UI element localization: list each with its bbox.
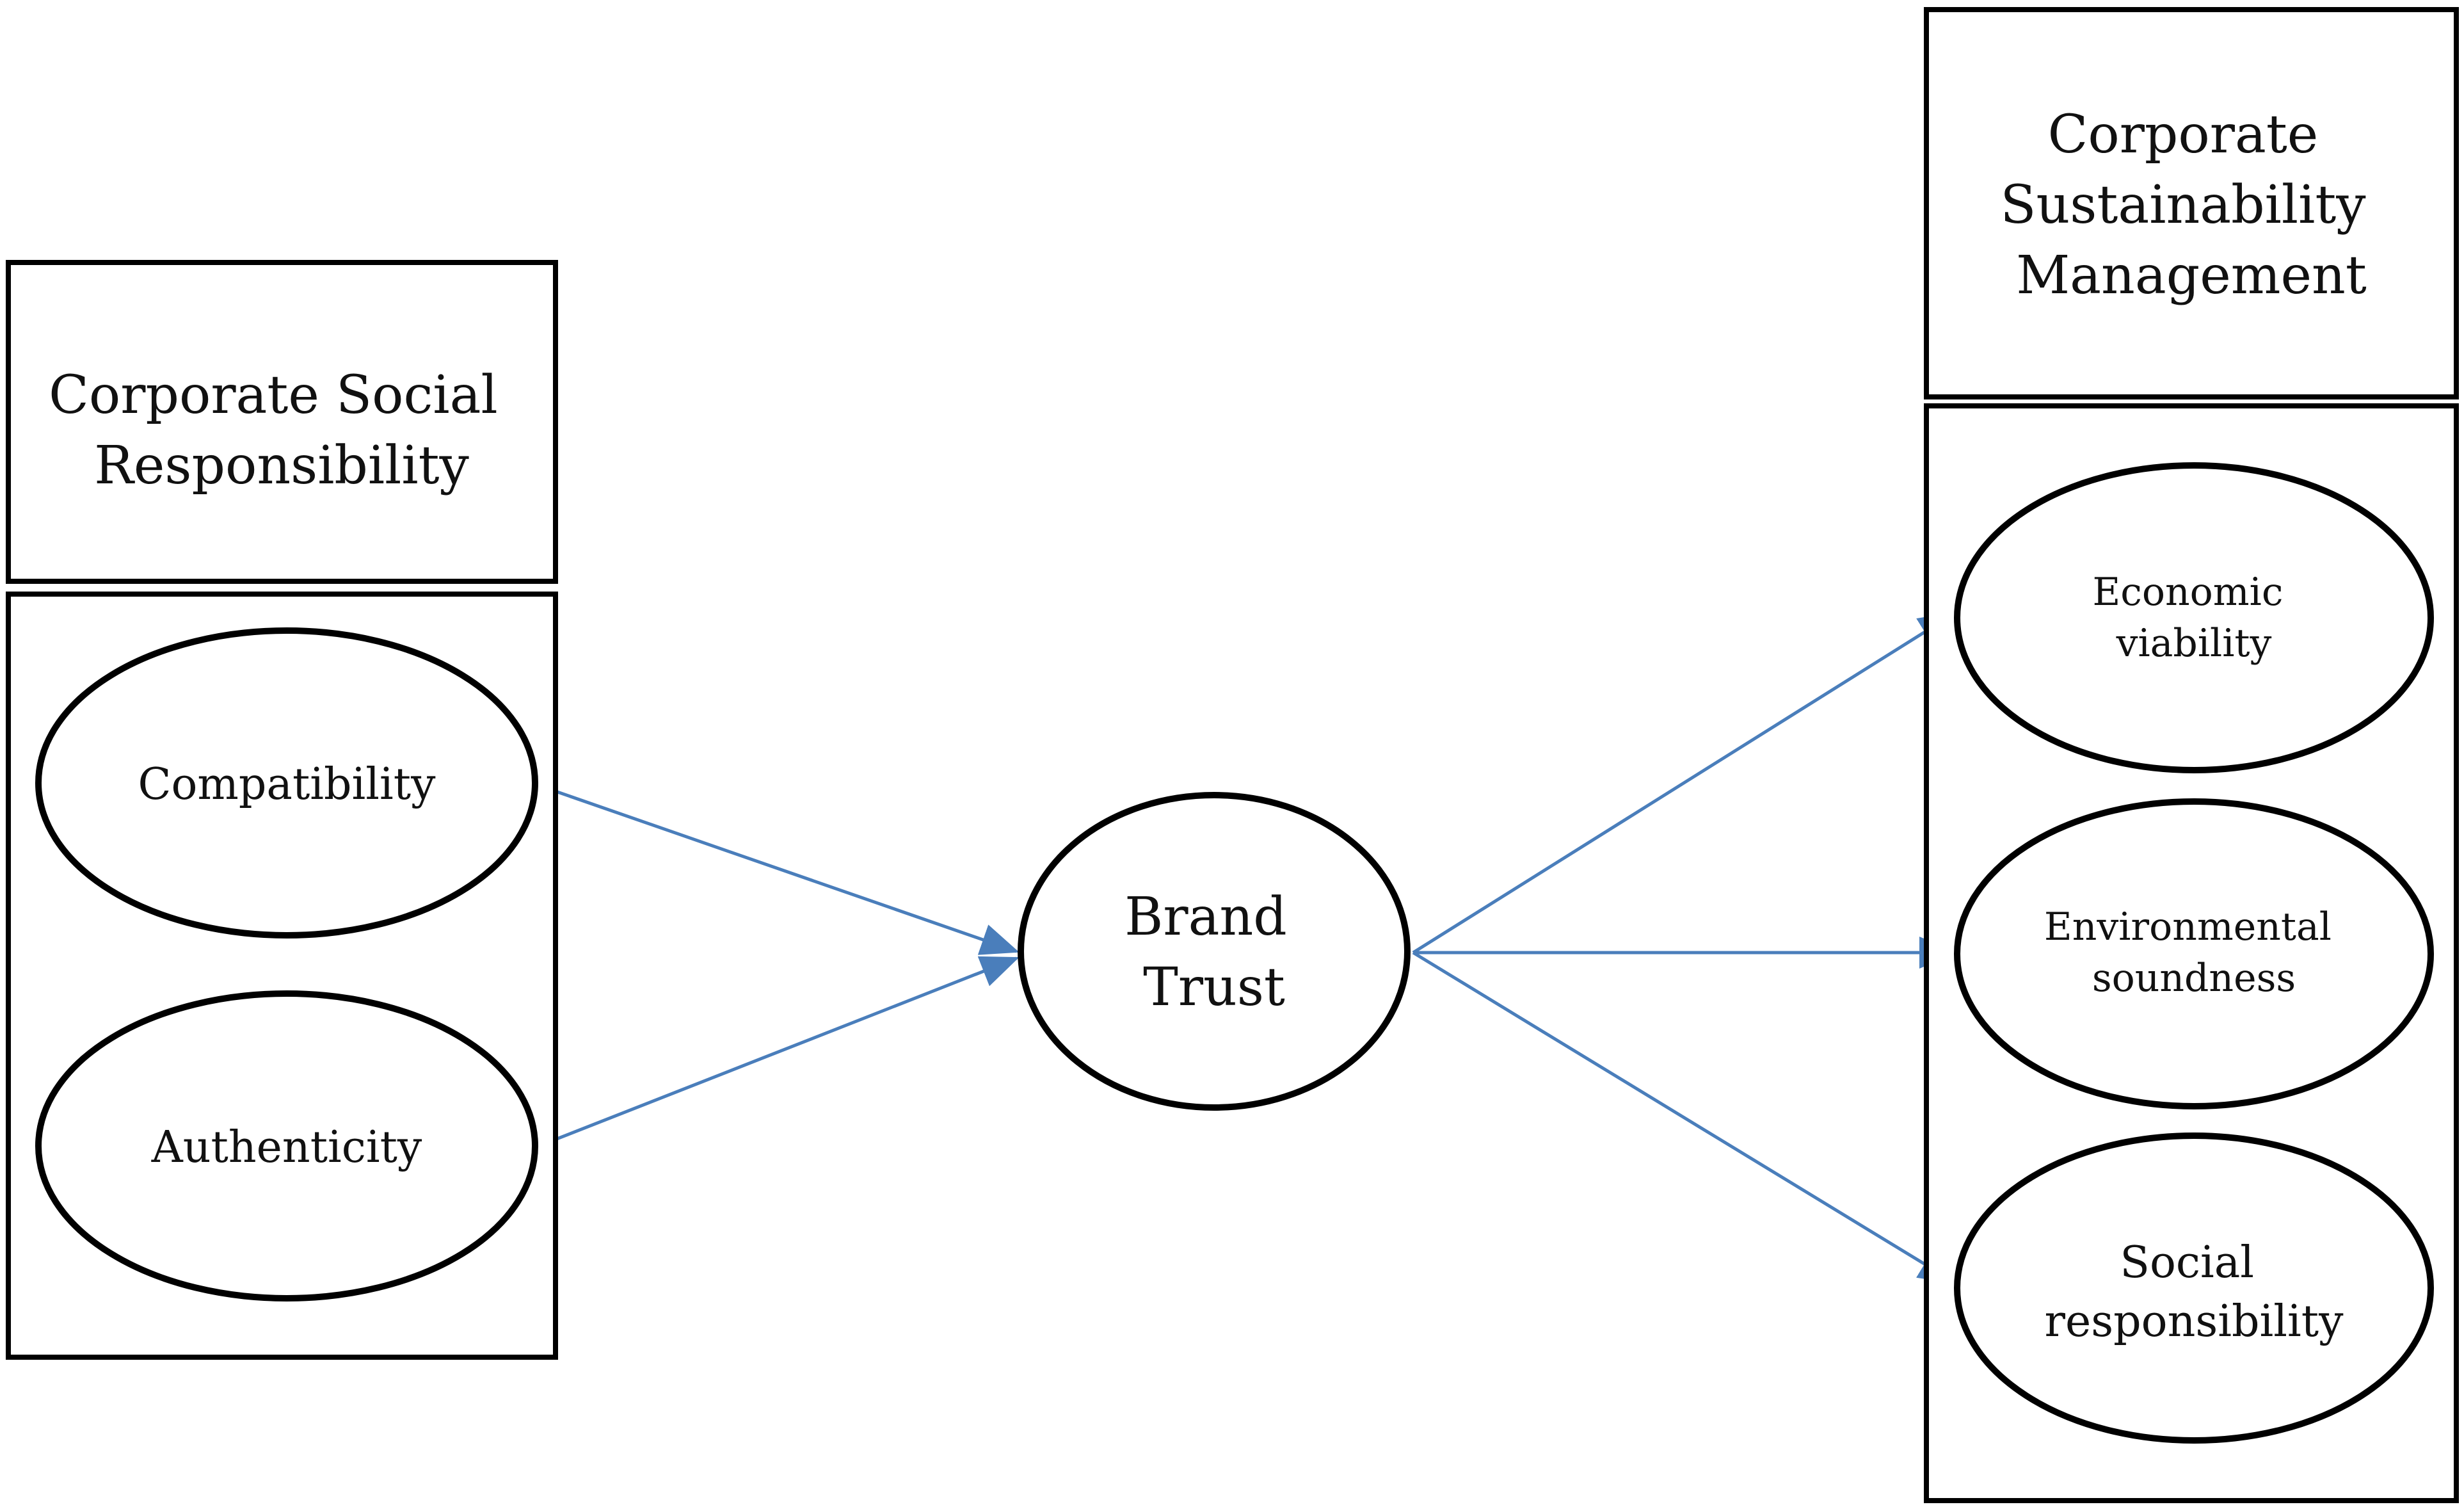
authenticity-label: Authenticity — [151, 1122, 422, 1173]
arrow-brand-trust-to-social-responsibility — [1412, 951, 1958, 1284]
environmental-soundness-label-line: Environmental — [2044, 905, 2332, 949]
arrow-compatibility-to-brand-trust — [538, 784, 1020, 955]
compatibility-ellipse — [35, 627, 538, 939]
csm-group: Corporate Sustainability Management Econ… — [1924, 7, 2459, 1503]
brand-trust-label-line: Trust — [1143, 957, 1285, 1018]
social-responsibility-label: Social responsibility — [2044, 1237, 2344, 1347]
csr-title-box — [6, 260, 558, 584]
arrow-brand-trust-to-economic-viability — [1412, 611, 1958, 955]
csm-title: Corporate Sustainability Management — [2000, 104, 2382, 306]
brand-trust-label-line: Brand — [1124, 887, 1287, 947]
compatibility-label: Compatibility — [138, 759, 436, 810]
brand-trust-node: Brand Trust — [1018, 792, 1411, 1111]
csm-title-line: Sustainability — [2000, 175, 2366, 236]
brand-trust-ellipse — [1018, 792, 1411, 1111]
csm-title-line: Corporate — [2048, 104, 2319, 165]
economic-viability-label: Economic viability — [2092, 570, 2295, 666]
economic-viability-label-line: Economic — [2092, 570, 2283, 615]
economic-viability-label-line: viability — [2116, 621, 2272, 666]
csr-title-line: Responsibility — [94, 435, 469, 496]
environmental-soundness-ellipse — [1954, 798, 2434, 1109]
csr-title: Corporate Social Responsibility — [49, 365, 515, 496]
authenticity-label-line: Authenticity — [151, 1122, 422, 1173]
csr-title-line: Corporate Social — [49, 365, 498, 426]
social-responsibility-ellipse — [1954, 1132, 2434, 1444]
csm-title-line: Management — [2016, 245, 2367, 306]
brand-trust-label: Brand Trust — [1124, 887, 1304, 1018]
social-responsibility-label-line: Social — [2120, 1237, 2254, 1288]
compatibility-label-line: Compatibility — [138, 759, 436, 810]
csr-group: Corporate Social Responsibility Compatib… — [6, 260, 558, 1360]
environmental-soundness-label: Environmental soundness — [2044, 905, 2344, 1001]
arrow-authenticity-to-brand-trust — [538, 956, 1020, 1148]
arrows — [538, 611, 1958, 1284]
authenticity-ellipse — [35, 990, 538, 1302]
csm-title-box — [1924, 7, 2459, 399]
environmental-soundness-label-line: soundness — [2092, 956, 2296, 1001]
social-responsibility-label-line: responsibility — [2044, 1296, 2344, 1347]
economic-viability-ellipse — [1954, 462, 2434, 773]
